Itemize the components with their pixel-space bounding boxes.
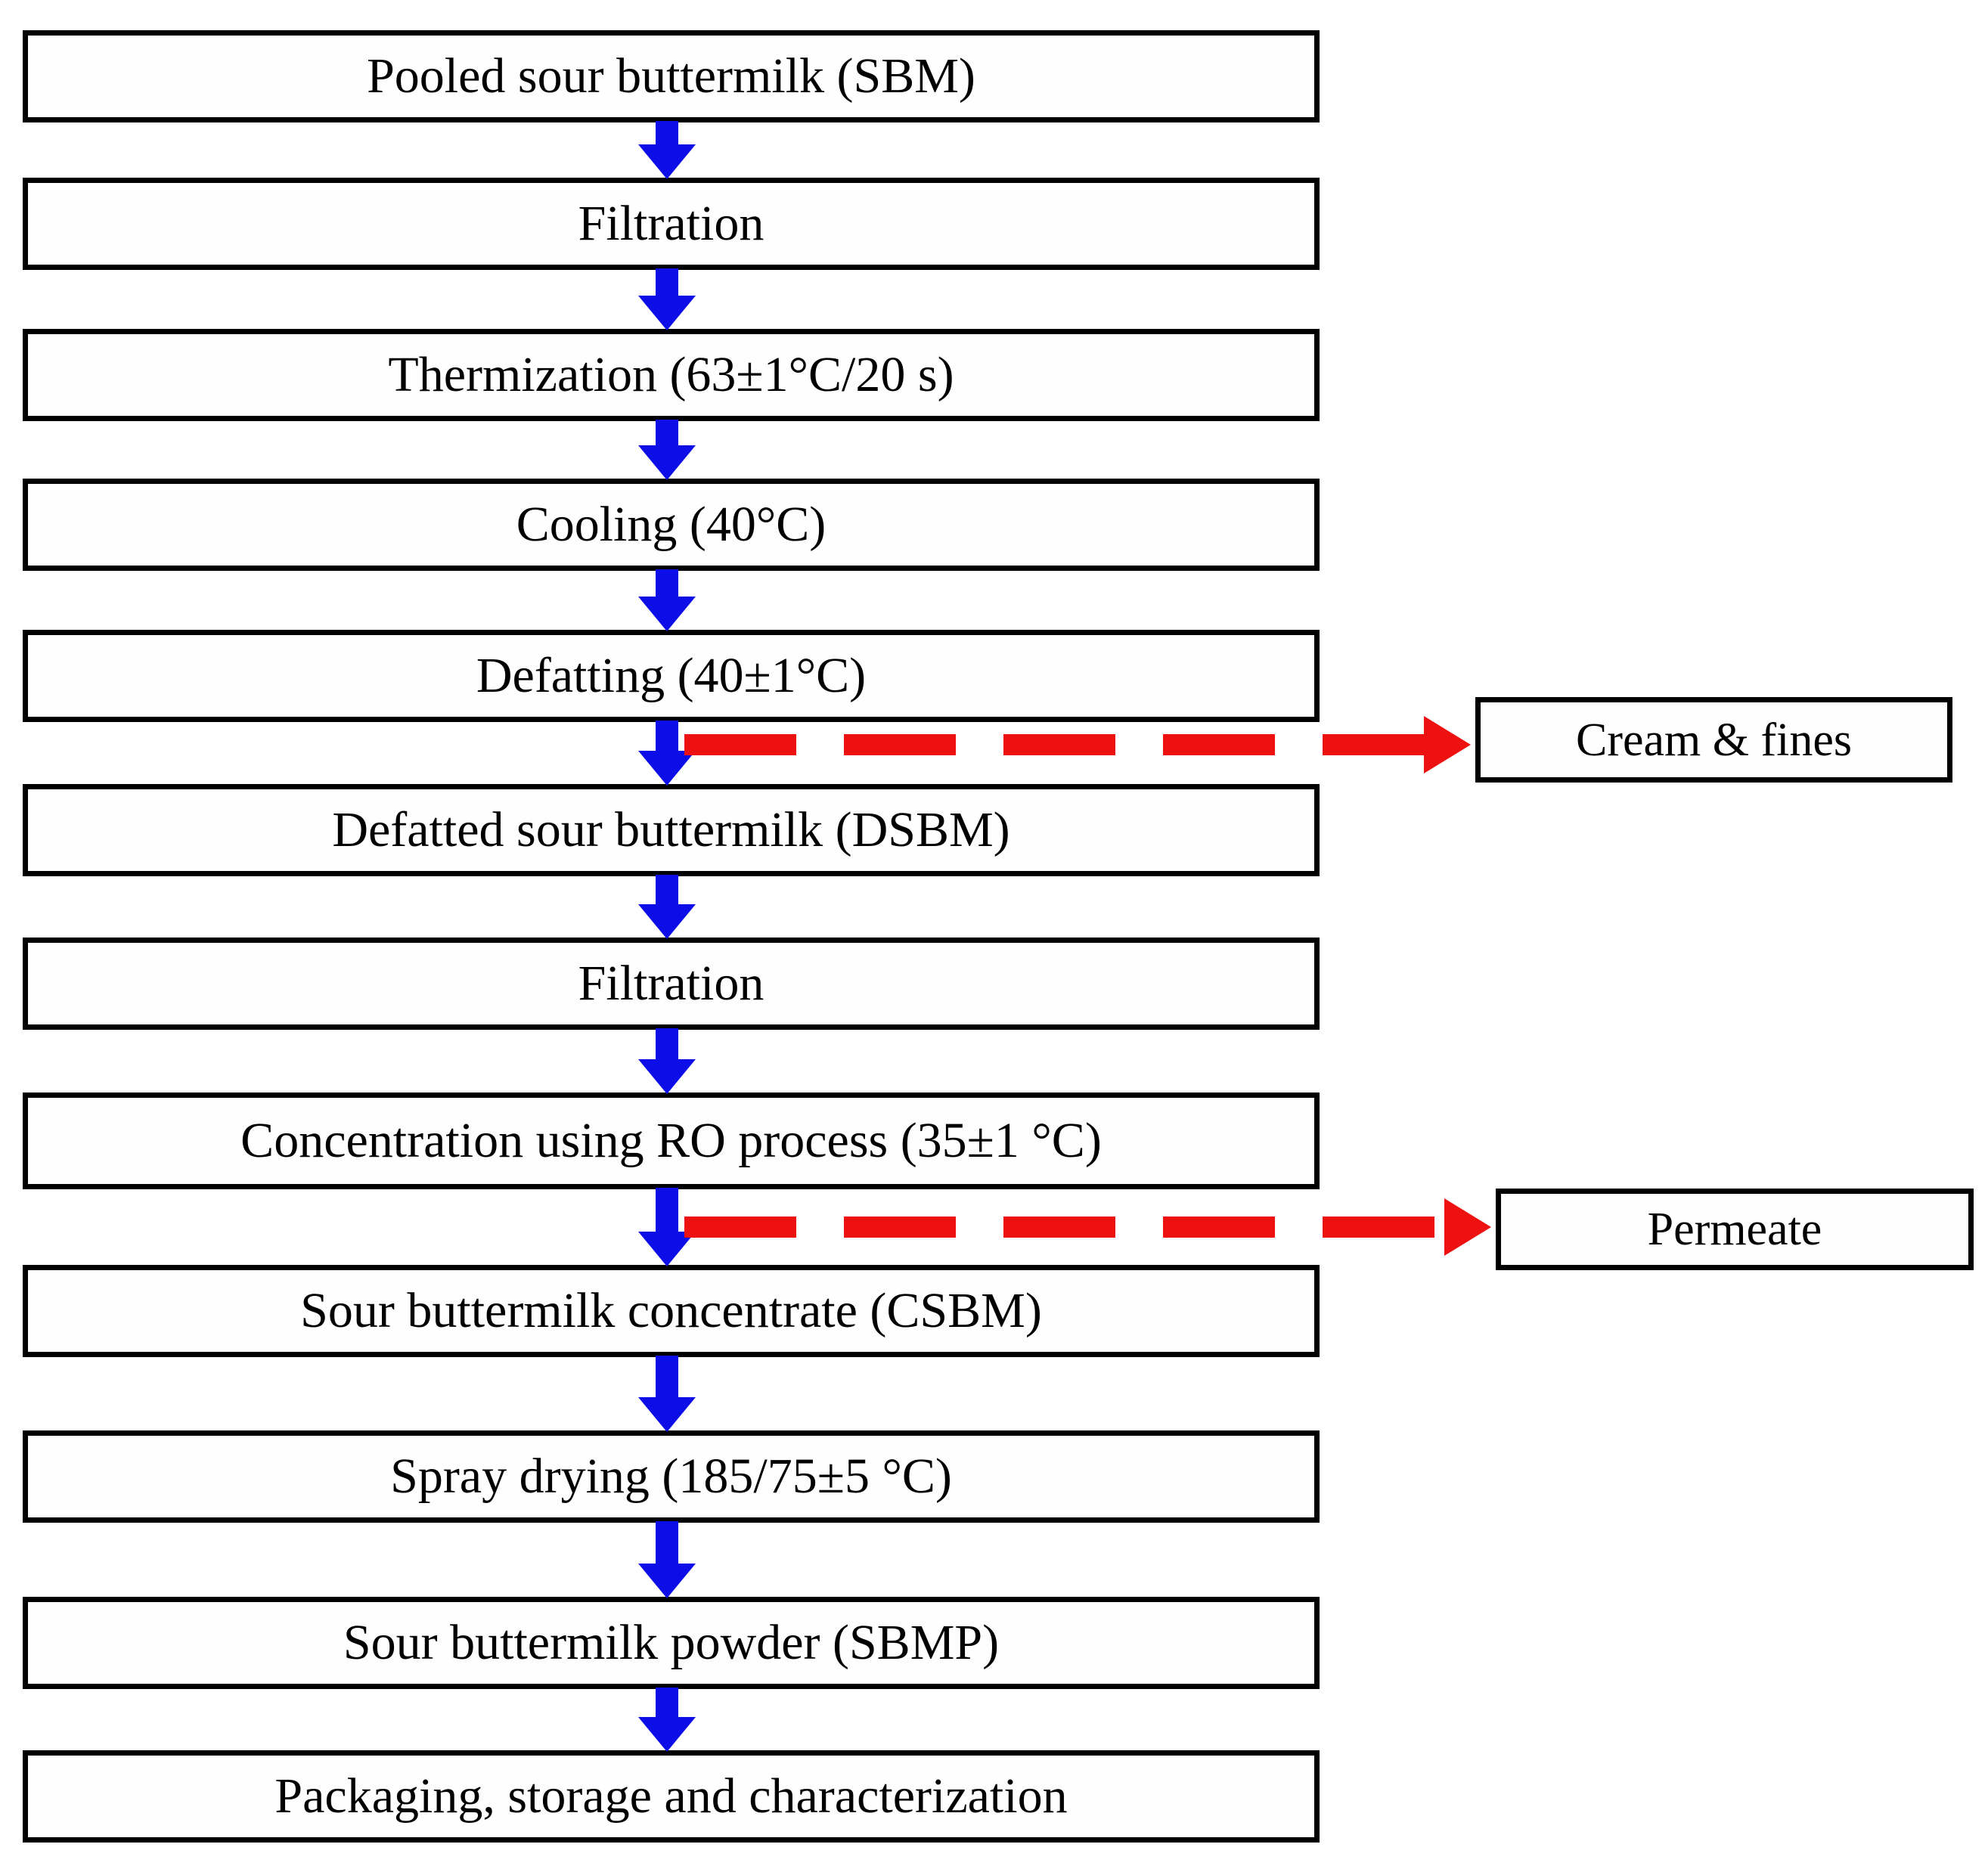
flow-step-box: Pooled sour buttermilk (SBM) bbox=[23, 30, 1320, 122]
flow-step-box: Defatting (40±1°C) bbox=[23, 630, 1320, 722]
branch-label: Permeate bbox=[1647, 1204, 1822, 1255]
down-arrow-icon bbox=[638, 569, 696, 631]
flow-step-label: Cooling (40°C) bbox=[516, 497, 827, 552]
flow-step-label: Packaging, storage and characterization bbox=[274, 1768, 1068, 1824]
flow-step-label: Filtration bbox=[578, 196, 764, 251]
flow-step-label: Concentration using RO process (35±1 °C) bbox=[240, 1113, 1102, 1168]
flow-step-box: Thermization (63±1°C/20 s) bbox=[23, 329, 1320, 421]
flow-step-box: Sour buttermilk powder (SBMP) bbox=[23, 1597, 1320, 1689]
down-arrow-icon bbox=[638, 1028, 696, 1094]
down-arrow-icon bbox=[638, 121, 696, 179]
branch-box-cream-fines: Cream & fines bbox=[1475, 697, 1952, 783]
branch-label: Cream & fines bbox=[1575, 714, 1852, 766]
flow-step-box: Sour buttermilk concentrate (CSBM) bbox=[23, 1265, 1320, 1357]
flow-step-box: Spray drying (185/75±5 °C) bbox=[23, 1430, 1320, 1523]
flow-step-box: Packaging, storage and characterization bbox=[23, 1750, 1320, 1843]
flow-step-box: Cooling (40°C) bbox=[23, 479, 1320, 571]
flow-step-box: Concentration using RO process (35±1 °C) bbox=[23, 1093, 1320, 1189]
flow-step-box: Filtration bbox=[23, 178, 1320, 270]
branch-box-permeate: Permeate bbox=[1496, 1189, 1974, 1270]
flow-step-label: Sour buttermilk powder (SBMP) bbox=[343, 1615, 1000, 1670]
flow-step-label: Defatting (40±1°C) bbox=[476, 648, 867, 703]
flow-step-label: Sour buttermilk concentrate (CSBM) bbox=[300, 1283, 1042, 1338]
flow-step-box: Defatted sour buttermilk (DSBM) bbox=[23, 784, 1320, 876]
down-arrow-icon bbox=[638, 721, 696, 786]
branch-arrow-icon bbox=[684, 716, 1471, 773]
down-arrow-icon bbox=[638, 1688, 696, 1752]
flow-step-label: Defatted sour buttermilk (DSBM) bbox=[332, 802, 1010, 857]
down-arrow-icon bbox=[638, 875, 696, 939]
flow-step-label: Spray drying (185/75±5 °C) bbox=[390, 1449, 952, 1504]
down-arrow-icon bbox=[638, 1356, 696, 1432]
flow-step-label: Pooled sour buttermilk (SBM) bbox=[367, 48, 975, 104]
down-arrow-icon bbox=[638, 420, 696, 480]
flow-step-label: Thermization (63±1°C/20 s) bbox=[388, 347, 954, 402]
flow-step-box: Filtration bbox=[23, 938, 1320, 1030]
down-arrow-icon bbox=[638, 268, 696, 330]
flow-step-label: Filtration bbox=[578, 956, 764, 1011]
branch-arrow-icon bbox=[684, 1198, 1491, 1256]
down-arrow-icon bbox=[638, 1521, 696, 1598]
